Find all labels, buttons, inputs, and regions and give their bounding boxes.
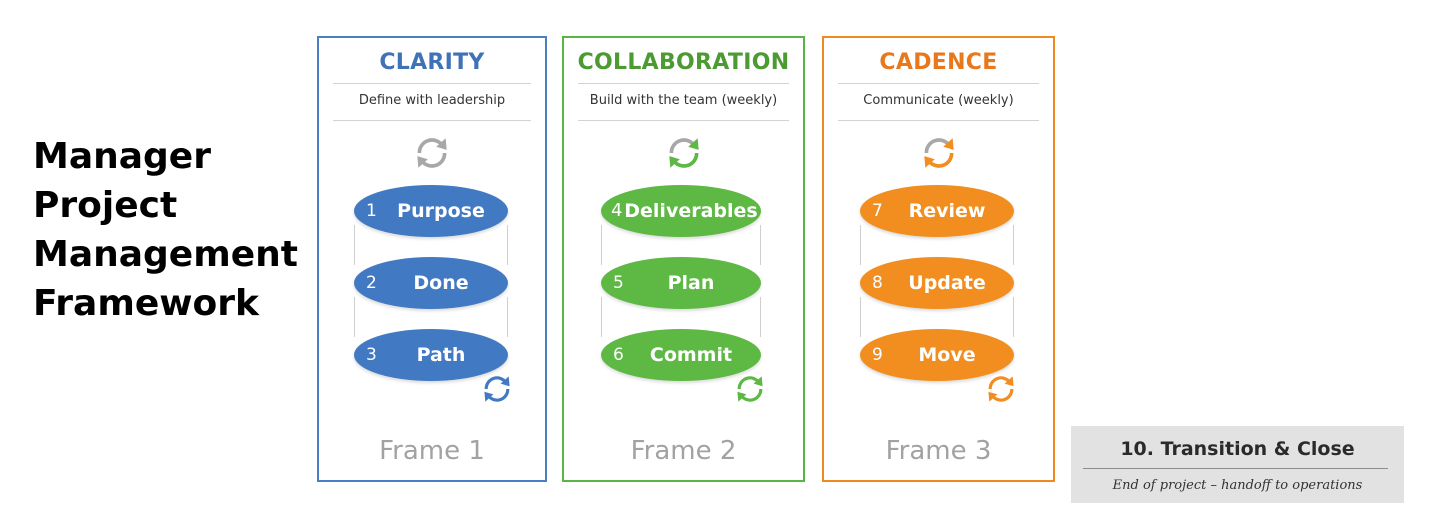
step-number: 9: [872, 345, 883, 365]
step-pill-plan: 5 Plan: [601, 257, 761, 309]
frame-subtitle: Build with the team (weekly): [589, 93, 778, 108]
step-number: 7: [872, 201, 883, 221]
step-label: Update: [908, 272, 986, 294]
connector-line: [860, 225, 861, 265]
transition-close-box: 10. Transition & Close End of project – …: [1071, 426, 1404, 503]
divider: [838, 120, 1039, 121]
connector-line: [354, 225, 355, 265]
step-label: Move: [918, 344, 976, 366]
connector-line: [760, 225, 761, 265]
divider: [333, 120, 531, 121]
step-label: Deliverables: [624, 200, 758, 222]
step-number: 6: [613, 345, 624, 365]
connector-line: [1013, 297, 1014, 337]
frame-subtitle: Communicate (weekly): [863, 93, 1014, 108]
divider: [1083, 468, 1388, 469]
step-number: 2: [366, 273, 377, 293]
main-title-line: Manager: [33, 136, 211, 177]
refresh-cycle-icon: [918, 132, 960, 174]
refresh-cycle-icon: [983, 371, 1019, 407]
frame-label: Frame 3: [885, 436, 992, 466]
connector-line: [601, 297, 602, 337]
step-number: 1: [366, 201, 377, 221]
connector-line: [1013, 225, 1014, 265]
transition-subtitle: End of project – handoff to operations: [1112, 478, 1363, 493]
connector-line: [507, 297, 508, 337]
divider: [578, 83, 789, 84]
refresh-cycle-icon: [411, 132, 453, 174]
step-label: Path: [416, 344, 466, 366]
step-pill-path: 3 Path: [354, 329, 508, 381]
frame-heading: COLLABORATION: [577, 50, 790, 75]
connector-line: [507, 225, 508, 265]
step-pill-purpose: 1 Purpose: [354, 185, 508, 237]
step-number: 8: [872, 273, 883, 293]
divider: [838, 83, 1039, 84]
refresh-cycle-icon: [479, 371, 515, 407]
main-title-line: Project: [33, 185, 178, 226]
frame-subtitle: Define with leadership: [358, 93, 506, 108]
transition-title: 10. Transition & Close: [1120, 438, 1355, 460]
step-number: 4: [611, 200, 623, 221]
main-title-line: Framework: [33, 283, 259, 324]
connector-line: [601, 225, 602, 265]
step-pill-update: 8 Update: [860, 257, 1014, 309]
step-label: Review: [908, 200, 986, 222]
refresh-cycle-icon: [663, 132, 705, 174]
frame-collaboration: COLLABORATION Build with the team (weekl…: [562, 36, 805, 482]
connector-line: [860, 297, 861, 337]
main-title: Manager Project Management Framework: [33, 132, 303, 328]
frame-label: Frame 2: [630, 436, 737, 466]
connector-line: [354, 297, 355, 337]
step-pill-deliverables: 4 Deliverables: [601, 185, 761, 237]
step-pill-move: 9 Move: [860, 329, 1014, 381]
step-pill-commit: 6 Commit: [601, 329, 761, 381]
step-label: Done: [413, 272, 469, 294]
frame-cadence: CADENCE Communicate (weekly) 7 Review 8 …: [822, 36, 1055, 482]
step-label: Commit: [649, 344, 733, 366]
step-number: 3: [366, 345, 377, 365]
refresh-cycle-icon: [732, 371, 768, 407]
divider: [333, 83, 531, 84]
frame-clarity: CLARITY Define with leadership 1 Purpose…: [317, 36, 547, 482]
connector-line: [760, 297, 761, 337]
frame-label: Frame 1: [379, 436, 485, 466]
frame-heading: CLARITY: [379, 50, 485, 75]
step-pill-review: 7 Review: [860, 185, 1014, 237]
divider: [578, 120, 789, 121]
step-label: Plan: [667, 272, 715, 294]
frame-heading: CADENCE: [879, 50, 998, 75]
step-number: 5: [613, 273, 624, 293]
main-title-line: Management: [33, 234, 298, 275]
step-pill-done: 2 Done: [354, 257, 508, 309]
step-label: Purpose: [397, 200, 485, 222]
